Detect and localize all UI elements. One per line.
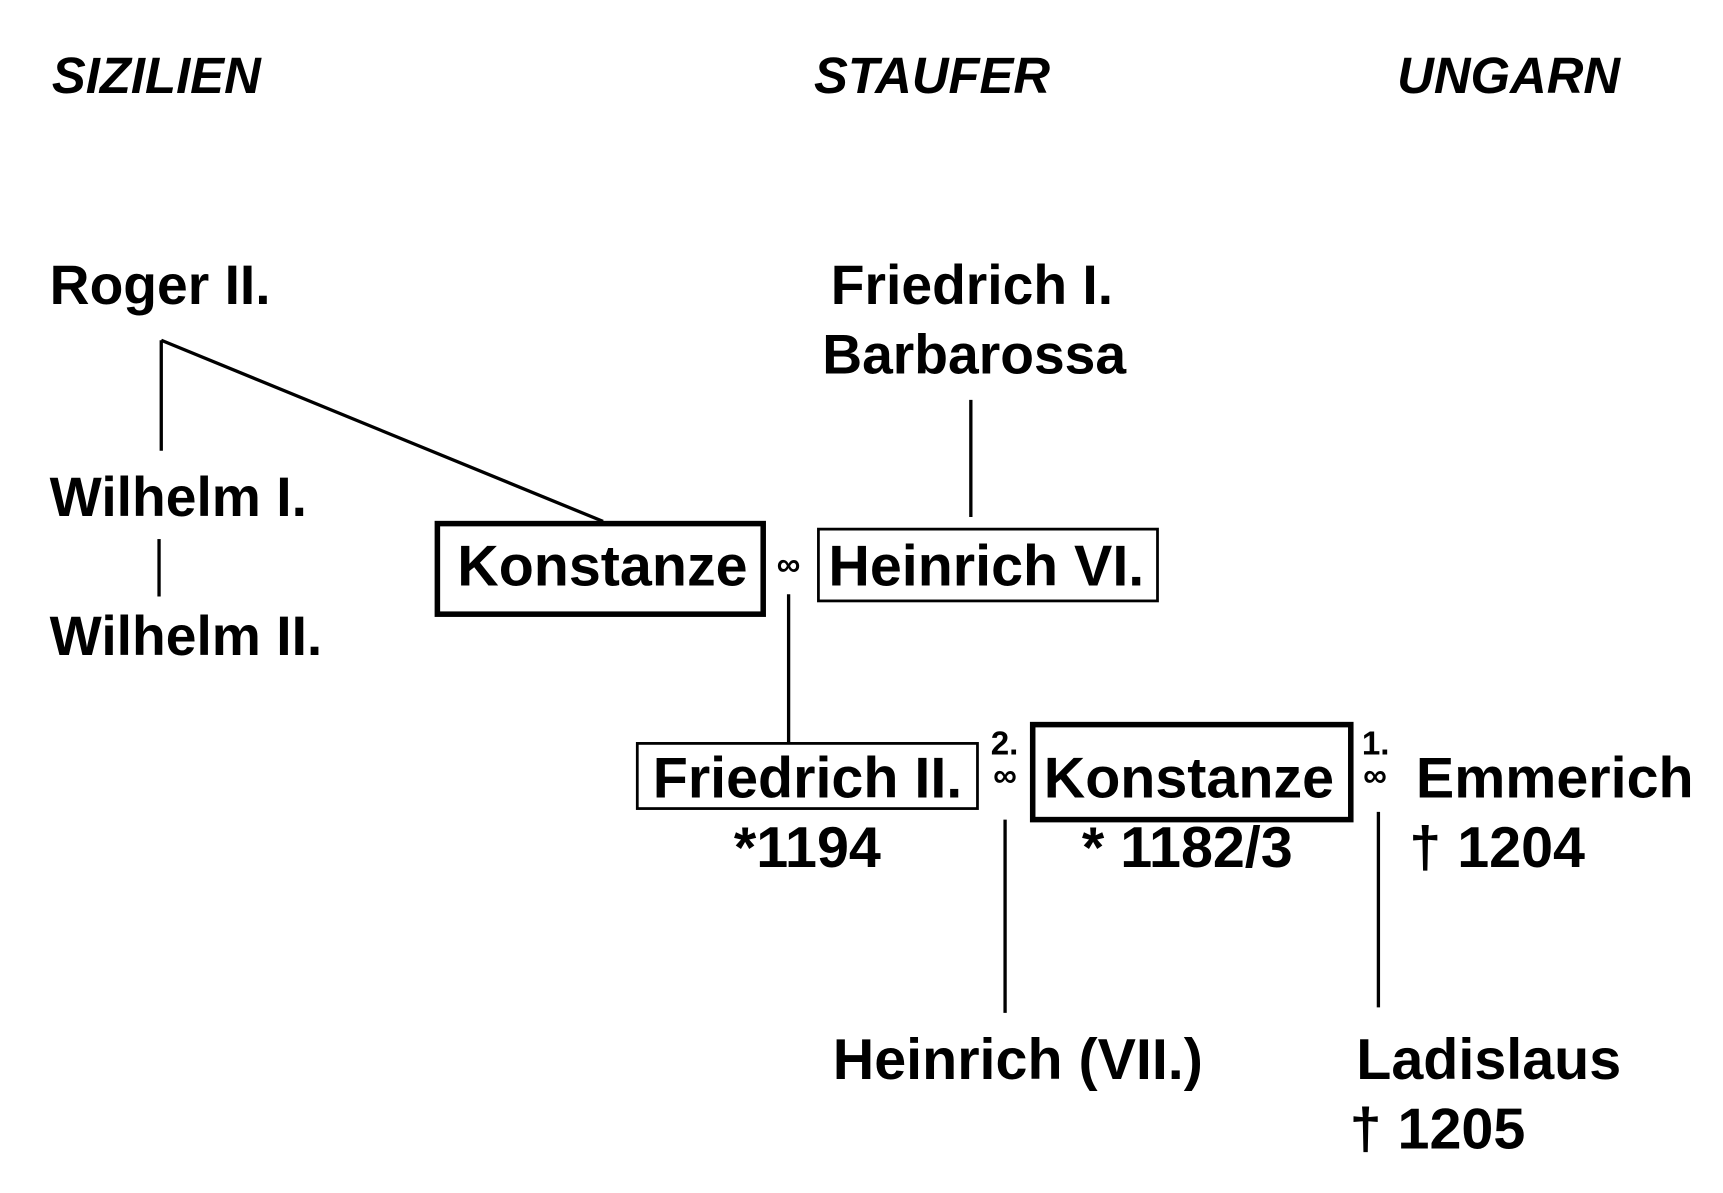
emmerich-death: † 1204 [1409,816,1585,880]
box-friedrich2 [635,742,979,810]
box-heinrich6 [817,527,1159,603]
marriage-order-1: 1. [1362,725,1390,762]
person-roger: Roger II. [50,254,271,316]
person-wilhelm2: Wilhelm II. [50,605,323,667]
person-heinrich6: Heinrich VI. [828,534,1144,598]
box-konstanze1 [434,520,766,617]
ladislaus-death: † 1205 [1350,1098,1526,1162]
person-konstanze1: Konstanze [457,534,747,598]
marriage-symbol: ∞ [777,547,801,584]
box-konstanze2 [1029,721,1354,823]
person-friedrich2: Friedrich II. [653,747,963,811]
person-heinrich7: Heinrich (VII.) [833,1028,1203,1092]
konstanze2-birth: * 1182/3 [1082,816,1293,880]
friedrich2-birth: *1194 [734,816,881,880]
header-staufer: STAUFER [814,47,1050,104]
person-ladislaus: Ladislaus [1356,1028,1621,1092]
person-wilhelm1: Wilhelm I. [50,466,307,528]
person-konstanze2: Konstanze [1044,747,1334,811]
person-friedrich1: Friedrich I. [831,254,1113,316]
line-roger-konstanze [160,338,604,523]
marriage-order-2: 2. [991,725,1019,762]
marriage-symbol-2: ∞ [993,757,1017,794]
person-emmerich: Emmerich [1416,747,1694,811]
header-sizilien: SIZILIEN [52,47,262,104]
person-friedrich1-epithet: Barbarossa [822,323,1127,385]
header-ungarn: UNGARN [1397,47,1621,104]
marriage-symbol-1: ∞ [1363,757,1387,794]
